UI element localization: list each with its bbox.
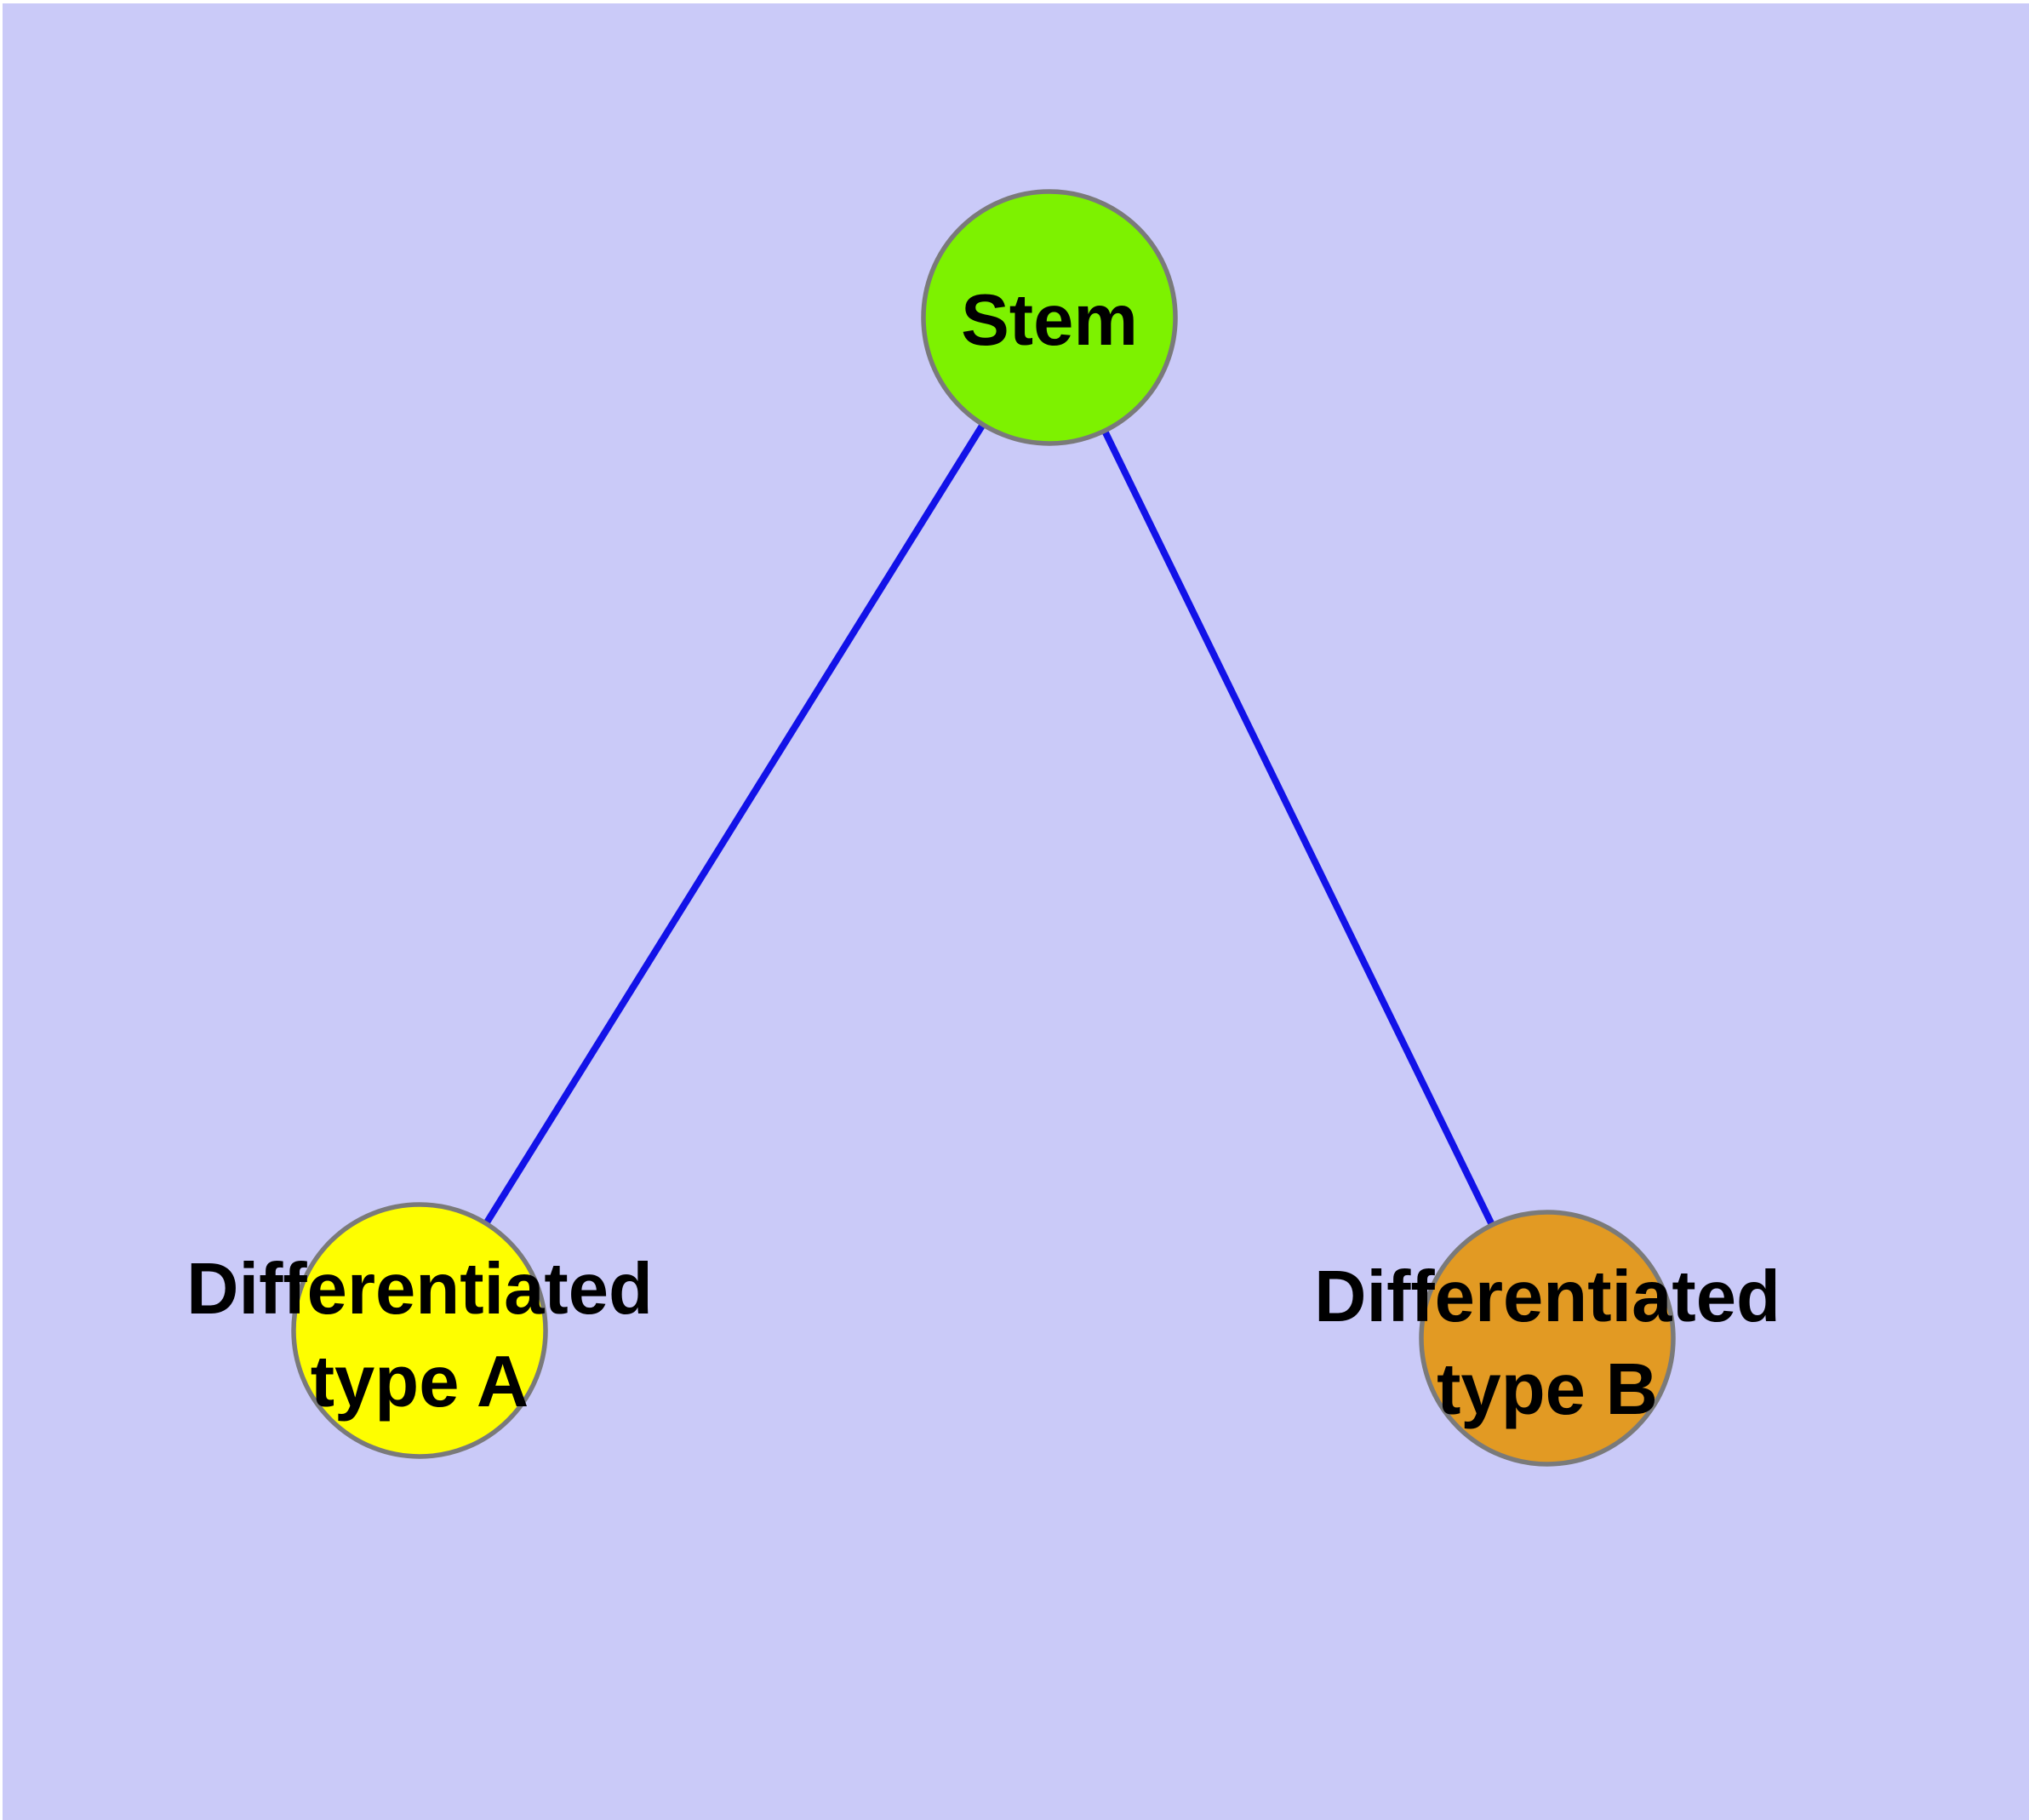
node-type-b-label-line2: type B <box>1437 1349 1658 1430</box>
edge-stem-to-type-a <box>416 315 1053 1333</box>
node-stem <box>921 189 1178 446</box>
node-differentiated-type-a <box>291 1202 548 1459</box>
node-differentiated-type-b <box>1419 1210 1676 1467</box>
node-type-b-label-line1: Differentiated <box>1314 1256 1780 1337</box>
node-type-a-label-line2: type A <box>311 1342 529 1422</box>
node-type-a-label-line1: Differentiated <box>186 1249 653 1330</box>
node-stem-label: Stem <box>961 280 1138 361</box>
edge-stem-to-type-b <box>1046 316 1551 1340</box>
